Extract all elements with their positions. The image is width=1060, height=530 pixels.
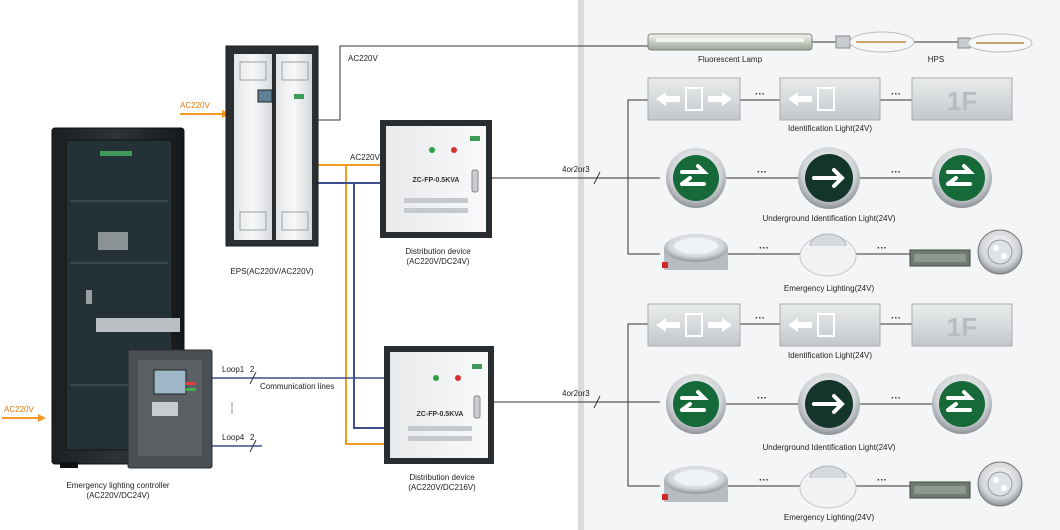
branch-tree-bottom <box>627 323 660 487</box>
dots-id-bot-1: ··· <box>755 313 765 324</box>
id-sign-top-2 <box>779 77 881 121</box>
id-light-label-bottom: Identification Light(24V) <box>788 351 872 360</box>
branch-tree-top <box>627 99 660 255</box>
em-downlight-bot <box>977 461 1023 507</box>
floor-sign-bottom: 1F <box>947 312 977 342</box>
slash-branch-top <box>593 171 601 185</box>
distribution-device-2 <box>384 346 494 464</box>
dots-id-bot-2: ··· <box>891 313 901 324</box>
controller-unit <box>127 349 213 469</box>
id-sign-bot-2 <box>779 303 881 347</box>
fluorescent-label: Fluorescent Lamp <box>698 55 763 64</box>
underground-label-bottom: Underground Identification Light(24V) <box>763 443 896 452</box>
emergency-label-top: Emergency Lighting(24V) <box>784 284 875 293</box>
loop1-count: 2 <box>250 365 255 374</box>
fluorescent-lamp <box>647 33 813 51</box>
id-sign-bot-3: 1F <box>911 303 1013 347</box>
hps-lamp-2 <box>957 33 1033 53</box>
id-light-label-top: Identification Light(24V) <box>788 124 872 133</box>
dist1-panel-text: ZC-FP-0.5KVA <box>413 177 460 184</box>
em-light-top-1 <box>662 234 728 270</box>
dist2-label-2: (AC220V/DC216V) <box>408 483 476 492</box>
power-arrow-left-head <box>38 414 46 422</box>
dots-em-top-1: ··· <box>759 243 769 254</box>
loop4-count: 2 <box>250 433 255 442</box>
eps-out-line <box>318 45 648 121</box>
em-downlight-top <box>977 229 1023 275</box>
loop1-label: Loop1 <box>222 365 245 374</box>
ac-label-dist: AC220V <box>350 153 380 162</box>
eps-cabinet <box>225 45 319 247</box>
controller-label-1: Emergency lighting controller <box>66 481 169 490</box>
id-sign-bot-1 <box>647 303 741 347</box>
dots-ug-bot-2: ··· <box>891 393 901 404</box>
controller-label-2: (AC220V/DC24V) <box>86 491 149 500</box>
branch-label-top: 4or2or3 <box>562 165 590 174</box>
dist1-label-2: (AC220V/DC24V) <box>406 257 469 266</box>
ac-label-left: AC220V <box>4 405 34 414</box>
power-line-2 <box>345 165 388 445</box>
ug-sign-bot-2 <box>798 373 860 435</box>
floor-sign-top: 1F <box>947 86 977 116</box>
eps-label: EPS(AC220V/AC220V) <box>230 267 313 276</box>
slash-loop4 <box>249 439 257 453</box>
ug-sign-bot-3 <box>932 374 992 434</box>
ac-label-top: AC220V <box>180 101 210 110</box>
em-light-bot-3 <box>909 481 971 499</box>
divider <box>578 0 584 530</box>
dots-ug-bot-1: ··· <box>757 393 767 404</box>
id-sign-top-3: 1F <box>911 77 1013 121</box>
comm-label: Communication lines <box>260 382 334 391</box>
slash-loop1 <box>249 371 257 385</box>
branch-label-bottom: 4or2or3 <box>562 389 590 398</box>
em-light-top-3 <box>909 249 971 267</box>
dots-id-top-2: ··· <box>891 89 901 100</box>
dist2-panel-text: ZC-FP-0.5KVA <box>417 411 464 418</box>
dist1-label-1: Distribution device <box>405 247 471 256</box>
id-sign-top-1 <box>647 77 741 121</box>
ac-label-eps-out: AC220V <box>348 54 378 63</box>
dots-ug-top-2: ··· <box>891 167 901 178</box>
dots-em-bot-2: ··· <box>877 475 887 486</box>
loop4-label: Loop4 <box>222 433 245 442</box>
hps-lamp-1 <box>835 31 915 53</box>
underground-label-top: Underground Identification Light(24V) <box>763 214 896 223</box>
hps-label: HPS <box>928 55 944 64</box>
em-light-bot-2 <box>799 465 857 509</box>
ug-sign-top-1 <box>666 148 726 208</box>
dist2-label-1: Distribution device <box>409 473 475 482</box>
wiring <box>2 41 958 487</box>
comm-line-2 <box>353 183 388 429</box>
dots-em-bot-1: ··· <box>759 475 769 486</box>
em-light-top-2 <box>799 233 857 277</box>
dots-id-top-1: ··· <box>755 89 765 100</box>
ug-sign-top-2 <box>798 147 860 209</box>
slash-branch-bottom <box>593 395 601 409</box>
ug-sign-bot-1 <box>666 374 726 434</box>
emergency-label-bottom: Emergency Lighting(24V) <box>784 513 875 522</box>
em-light-bot-1 <box>662 466 728 502</box>
dots-em-top-2: ··· <box>877 243 887 254</box>
dots-ug-top-1: ··· <box>757 167 767 178</box>
distribution-device-1 <box>380 120 492 238</box>
ug-sign-top-3 <box>932 148 992 208</box>
